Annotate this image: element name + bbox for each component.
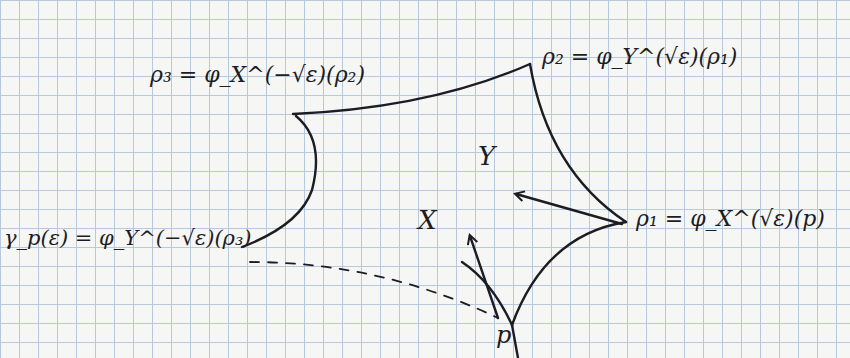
- curve: [462, 262, 512, 325]
- curve: [512, 325, 518, 358]
- vector-arrow: [470, 236, 498, 318]
- dashed-gap: [250, 262, 498, 318]
- vector-label: Y: [478, 142, 495, 172]
- curve: [512, 222, 626, 325]
- curve: [530, 64, 626, 222]
- vector-arrow: [516, 194, 622, 224]
- point-label: ρ₁ = φ_X^(√ε)(p): [636, 206, 825, 231]
- curve: [242, 116, 316, 247]
- point-label: p: [496, 322, 511, 350]
- point-label: γ_p(ε) = φ_Y^(−√ε)(ρ₃): [4, 226, 252, 250]
- point-label: ρ₂ = φ_Y^(√ε)(ρ₁): [542, 44, 737, 69]
- vector-label: X: [418, 206, 437, 236]
- point-label: ρ₃ = φ_X^(−√ε)(ρ₂): [150, 62, 365, 87]
